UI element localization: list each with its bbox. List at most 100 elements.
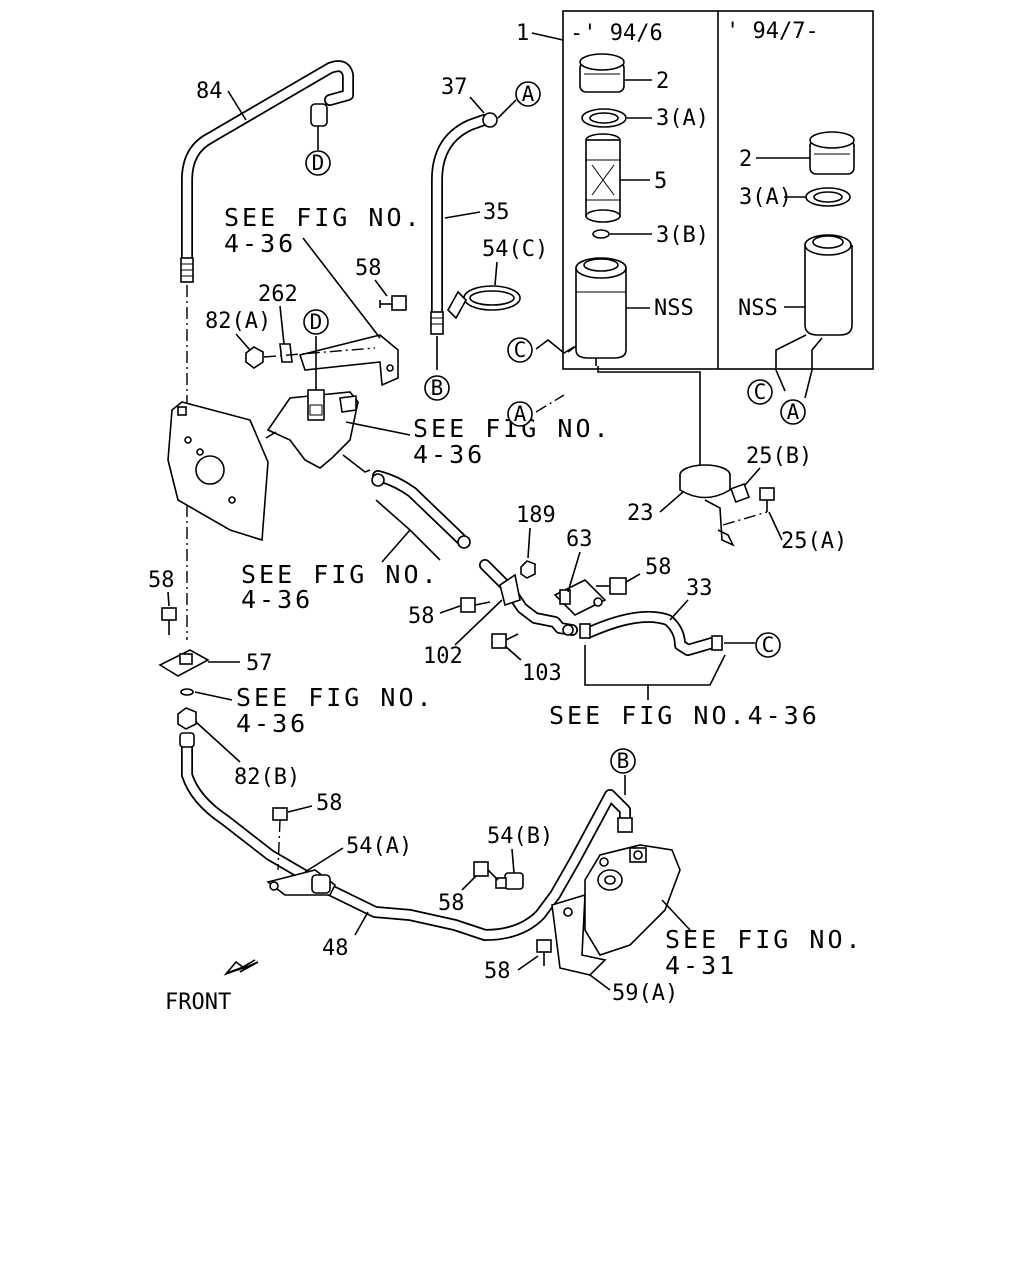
clip-262: [279, 343, 293, 363]
label-84: 84: [196, 79, 223, 104]
label-59a: 59(A): [612, 981, 678, 1006]
connector-b-gearbox-letter: B: [617, 749, 630, 773]
label-3a-left: 3(A): [656, 106, 709, 131]
bolt-58-bottom: [536, 939, 552, 966]
connector-d-pump: [303, 309, 329, 335]
tube-102: [479, 559, 578, 636]
ref-note-4-line2: 4-36: [236, 709, 308, 738]
connector-c-inset-right: [747, 379, 773, 405]
bracket-63: [553, 579, 607, 616]
label-25b: 25(B): [746, 444, 812, 469]
connector-d-pump-letter: D: [310, 310, 323, 334]
ref-note-4-line1: SEE FIG NO.: [236, 683, 435, 712]
label-54c: 54(C): [482, 237, 548, 262]
connector-d-top-letter: D: [312, 151, 325, 175]
clamp-54c: [447, 285, 521, 320]
steering-gearbox: [584, 844, 681, 956]
connector-a-top: [515, 81, 541, 107]
connector-a-inset-right: [780, 399, 806, 425]
connector-a-top-letter: A: [522, 82, 535, 106]
connector-a-inset-left: [507, 401, 533, 427]
washer: [180, 688, 194, 696]
label-2-left: 2: [656, 69, 669, 94]
bolt-25a: [759, 487, 775, 512]
reservoir-body-right: [804, 234, 853, 336]
reservoir-bracket-23: [679, 464, 735, 547]
label-58-left: 58: [148, 568, 175, 593]
label-37: 37: [441, 75, 468, 100]
clip-57: [158, 649, 210, 677]
ref-note-3-line2: 4-36: [241, 585, 313, 614]
connector-a-inset-left-letter: A: [514, 402, 527, 426]
label-189: 189: [516, 503, 556, 528]
label-262: 262: [258, 282, 298, 307]
label-3a-right: 3(A): [739, 185, 792, 210]
connector-d-top: [305, 150, 331, 176]
label-54a: 54(A): [346, 834, 412, 859]
bolt-103: [491, 633, 519, 649]
bolt-58-mid: [460, 597, 491, 613]
label-25a: 25(A): [781, 529, 847, 554]
ref-note-2-line2: 4-36: [413, 440, 485, 469]
label-82a: 82(A): [205, 309, 271, 334]
label-nss-left: NSS: [654, 296, 694, 321]
hose-33: [579, 610, 723, 656]
connector-c-hose33-letter: C: [762, 633, 775, 657]
connector-c-hose33: [755, 632, 781, 658]
nut-82b: [177, 707, 197, 730]
label-58-b54b: 58: [438, 891, 465, 916]
ref-note-1-line1: SEE FIG NO.: [224, 203, 423, 232]
nut-189: [520, 560, 536, 579]
label-nss-right: NSS: [738, 296, 778, 321]
inset-left-period: -' 94/6: [570, 21, 663, 46]
clamp-54b: [495, 872, 524, 890]
filter-element: [585, 133, 621, 223]
label-103: 103: [522, 661, 562, 686]
ref-note-6-line2: 4-31: [665, 951, 737, 980]
connector-c-inset-left-letter: C: [514, 338, 527, 362]
connector-b-hose35-letter: B: [431, 376, 444, 400]
label-front: FRONT: [165, 990, 231, 1015]
ref-note-5: SEE FIG NO.4-36: [549, 701, 820, 730]
connector-b-gearbox: [610, 748, 636, 774]
label-58-b63: 58: [645, 555, 672, 580]
reservoir-cap-right: [809, 131, 855, 175]
connector-b-hose35: [424, 375, 450, 401]
ref-note-3-line1: SEE FIG NO.: [241, 560, 440, 589]
connector-c-inset-left: [507, 337, 533, 363]
bolt-58-top: [379, 295, 407, 311]
nut-82a: [245, 346, 264, 369]
hose-35: [430, 112, 498, 335]
connector-c-inset-right-letter: C: [754, 380, 767, 404]
ref-note-6-line1: SEE FIG NO.: [665, 925, 864, 954]
front-arrow-icon: [223, 959, 259, 976]
label-5: 5: [654, 169, 667, 194]
label-33: 33: [686, 576, 713, 601]
label-2-right: 2: [739, 147, 752, 172]
pump-mounting-plate: [167, 401, 269, 542]
label-57: 57: [246, 651, 273, 676]
connector-a-inset-right-letter: A: [787, 400, 800, 424]
ref-note-1-line2: 4-36: [224, 229, 296, 258]
label-58-b54a: 58: [316, 791, 343, 816]
label-23: 23: [627, 501, 654, 526]
label-1: 1: [516, 21, 529, 46]
bolt-58-b54a: [272, 807, 288, 871]
power-steering-pump: [265, 389, 371, 473]
clamp-54a: [266, 869, 337, 896]
label-3b: 3(B): [656, 223, 709, 248]
upper-bracket: [298, 334, 399, 387]
reservoir-inset: -' 94/6 ' 94/7- 1 2 3(A) 5 3: [516, 10, 874, 370]
inset-right-period: ' 94/7-: [726, 19, 819, 44]
reservoir-body-left: [575, 257, 627, 359]
label-58-bottom: 58: [484, 959, 511, 984]
bolt-58-b54b: [473, 861, 499, 881]
label-54b: 54(B): [487, 824, 553, 849]
label-102: 102: [423, 644, 463, 669]
o-ring-3b: [592, 229, 610, 239]
bolt-58-b63: [596, 577, 627, 595]
hose-84: [180, 60, 354, 283]
bolt-58-left: [161, 607, 177, 635]
